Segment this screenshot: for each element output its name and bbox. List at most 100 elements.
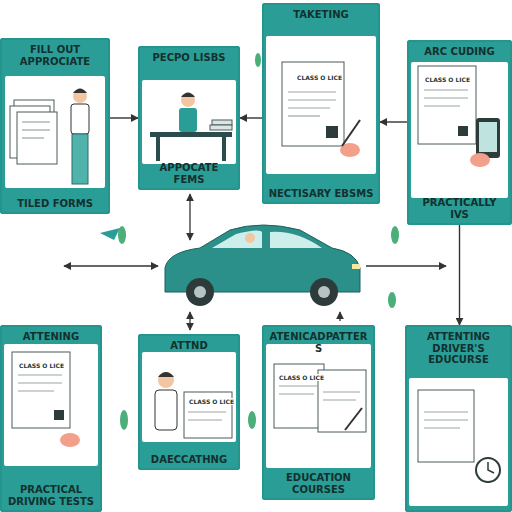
car-arrows (64, 265, 158, 266)
text-lines (279, 385, 318, 386)
document-label: CLASS O LICE (278, 374, 325, 381)
document-label: CLASS O LICE (424, 76, 471, 83)
person-figures (71, 104, 89, 134)
form-documents (418, 390, 474, 462)
qr-codes (54, 410, 64, 420)
person-figures (158, 372, 174, 388)
text-lines (323, 391, 360, 392)
panel-fill (405, 325, 512, 512)
qr-codes (326, 126, 338, 138)
form-documents (212, 120, 232, 125)
text-lines (188, 411, 226, 412)
text-lines (424, 89, 468, 90)
flow-arrow (110, 117, 138, 118)
flow-arrow (459, 225, 460, 325)
step-panel: ATTENING PRACTICAL DRIVING TESTS (0, 325, 102, 512)
document-label: CLASS O LICE (296, 74, 343, 81)
person-figures (181, 93, 195, 107)
panel-inner (4, 344, 98, 466)
qr-codes (458, 126, 468, 136)
decor-leaves (120, 410, 128, 430)
step-caption: NECTISARY EBSMS (269, 188, 374, 200)
text-lines (424, 427, 460, 428)
panel-inner (5, 76, 105, 188)
panel-fill (0, 325, 102, 512)
decor-leaves (100, 228, 120, 240)
hands-pens (476, 458, 500, 482)
step-heading: ATTENING (23, 331, 79, 343)
panel-inner (142, 80, 236, 164)
text-lines (18, 374, 62, 375)
form-documents (12, 352, 70, 428)
document-label: CLASS O LICE (18, 362, 65, 369)
car (270, 232, 322, 248)
panel-inner (4, 36, 508, 506)
hands-pens (470, 153, 490, 167)
step-caption: TILED FORMS (17, 198, 93, 210)
form-documents (318, 370, 366, 432)
flow-arrow (240, 117, 262, 118)
person-figures (73, 89, 87, 103)
panel-fill (262, 3, 380, 204)
step-panel: TAKETING NECTISARY EBSMS (262, 3, 380, 204)
step-panel: FILL OUT APPROCIATE TILED FORMS (0, 38, 110, 214)
person-figures (155, 390, 177, 430)
step-heading: ATTND (170, 340, 208, 352)
form-documents (282, 62, 344, 146)
text-lines (288, 107, 330, 108)
panel-inner (411, 62, 508, 198)
hands-pens (60, 433, 80, 447)
text-lines (424, 105, 460, 106)
step-heading: FILL OUT APPROCIATE (6, 44, 104, 67)
text-lines (424, 419, 468, 420)
panel-fill (0, 3, 512, 512)
text-lines (22, 121, 50, 122)
panel-inner (142, 352, 236, 442)
step-panel: ATENICADPATTERS EDUCATION COURSES (262, 325, 375, 500)
hands-pens (60, 118, 500, 482)
step-heading: PECPO LISBS (153, 52, 226, 64)
step-caption: PRACTICAL DRIVING TESTS (6, 484, 96, 507)
panel-fill (0, 38, 110, 214)
text-lines (424, 411, 468, 412)
person-figures (222, 137, 226, 161)
text-lines (424, 97, 468, 98)
text-lines (18, 90, 468, 428)
decor-leaves (388, 292, 396, 308)
car (165, 225, 360, 306)
text-lines (323, 399, 356, 400)
text-lines (22, 129, 50, 130)
decor-leaves (391, 226, 399, 244)
text-lines (22, 137, 44, 138)
panel-inner (409, 378, 508, 506)
text-lines (18, 390, 54, 391)
person-figures (73, 89, 87, 94)
person-figures (158, 372, 174, 377)
car-arrows (339, 312, 340, 321)
step-caption: APPOCATE FEMS (144, 162, 234, 185)
car (186, 278, 214, 306)
document-label: CLASS O LICE (188, 398, 235, 405)
hands-pens (476, 118, 500, 158)
car (352, 264, 360, 269)
car (212, 230, 262, 248)
car-arrows (189, 312, 190, 330)
person-figures (156, 137, 160, 161)
car (318, 286, 330, 298)
form-documents (418, 66, 476, 144)
car (194, 286, 206, 298)
step-panel: PECPO LISBS APPOCATE FEMS (138, 46, 240, 190)
step-heading: ATENICADPATTERS (268, 331, 369, 354)
person-figures (72, 134, 88, 184)
hands-pens (342, 120, 360, 146)
car (310, 278, 338, 306)
person-figures (181, 93, 195, 98)
hands-pens (488, 462, 494, 473)
step-caption: DAECCATHNG (151, 454, 227, 466)
panel-fill (407, 40, 512, 225)
car-arrows (189, 194, 190, 240)
decor-leaves (255, 53, 261, 67)
step-caption: EDUCATION COURSES (268, 472, 369, 495)
step-heading: TAKETING (293, 9, 348, 21)
person-figures (179, 108, 197, 132)
